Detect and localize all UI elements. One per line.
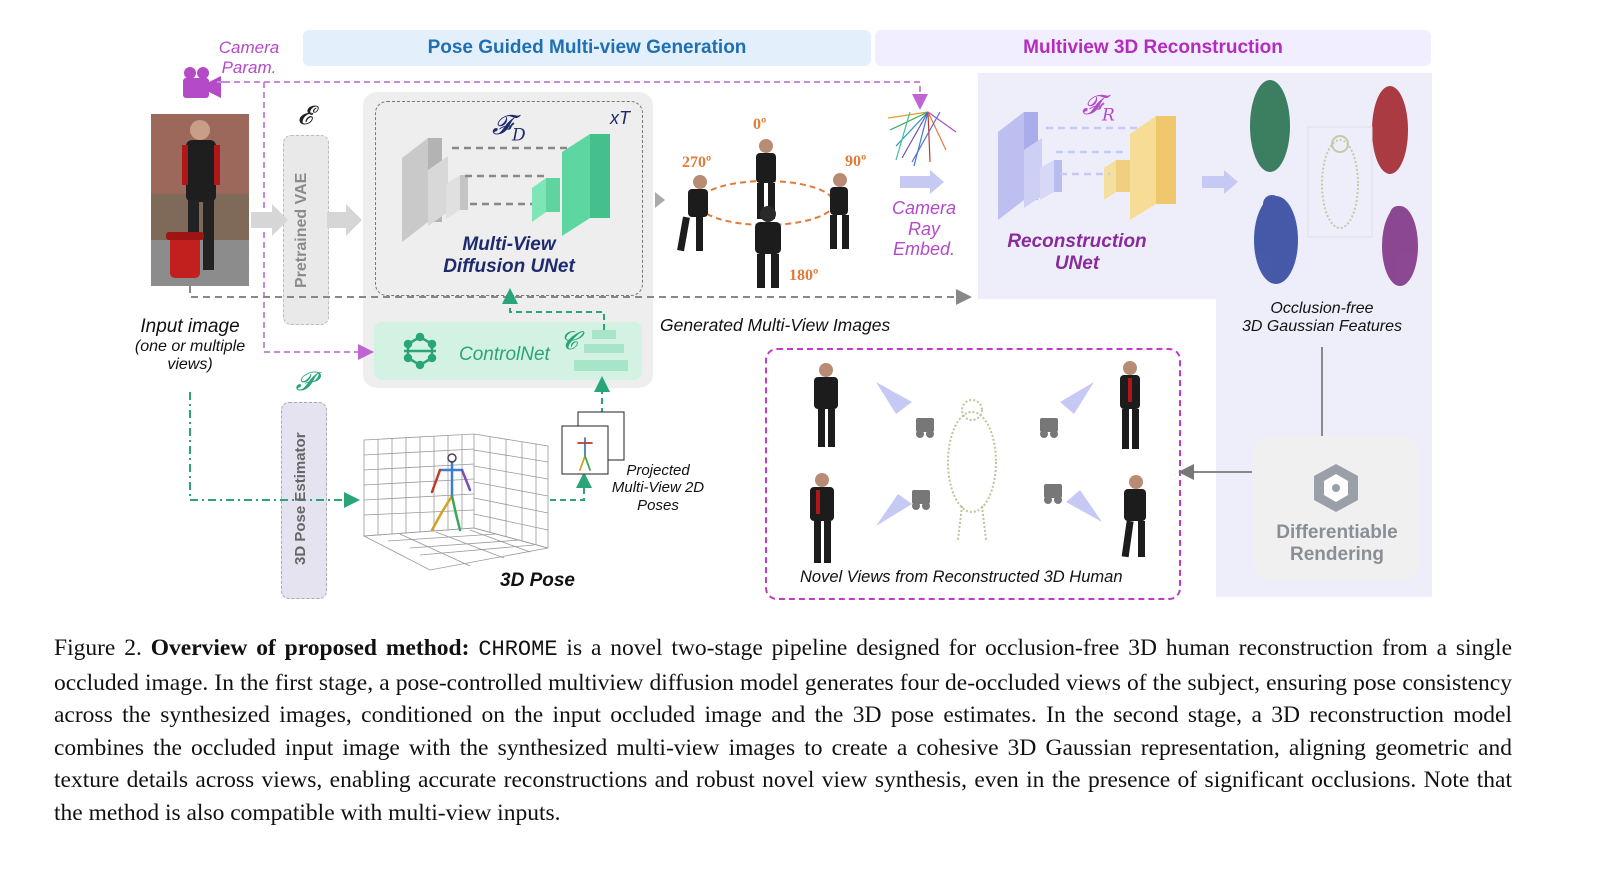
- novel-label: Novel Views from Reconstructed 3D Human: [800, 568, 1123, 586]
- recon-label: Reconstruction UNet: [992, 231, 1162, 275]
- projected-line2: Multi-View 2D: [611, 479, 705, 497]
- unet-line2: Diffusion UNet: [443, 255, 575, 277]
- ray-line1: Camera: [891, 198, 957, 218]
- generated-label: Generated Multi-View Images: [660, 315, 891, 335]
- gauss-line1: Occlusion-free: [1270, 300, 1374, 317]
- recon-line2: UNet: [1054, 252, 1100, 274]
- recon-encoder-icon: [998, 112, 1062, 220]
- angle-90: 90º: [845, 153, 867, 170]
- unet-line1: Multi-View: [462, 234, 556, 255]
- novel-views: [810, 361, 1146, 563]
- generated-views: [677, 139, 849, 288]
- input-image: [151, 114, 249, 286]
- fd-letter: 𝓕: [492, 110, 512, 141]
- projected-poses-icon: [561, 411, 625, 475]
- fr-subscript: R: [1101, 105, 1115, 126]
- pose3d-label: 3D Pose: [500, 570, 575, 591]
- camera-param-label: Camera Param.: [208, 38, 290, 77]
- projected-line1: Projected: [626, 462, 690, 479]
- novel-cameras: [876, 382, 1102, 526]
- fr-symbol: 𝓕R: [1082, 90, 1115, 125]
- projected-label: Projected Multi-View 2D Poses: [600, 462, 716, 514]
- figure-caption: Figure 2. Overview of proposed method: C…: [54, 632, 1512, 829]
- caption-fig: Figure 2.: [54, 635, 142, 661]
- fr-letter: 𝓕: [1082, 90, 1102, 121]
- gauss-line2: 3D Gaussian Features: [1241, 318, 1403, 336]
- pose-estimator-label: 3D Pose Estimator: [292, 432, 309, 566]
- ray-line3: Embed.: [892, 239, 956, 260]
- recon-decoder-icon: [1104, 116, 1176, 220]
- stage1-header: Pose Guided Multi-view Generation: [303, 30, 871, 66]
- render-line2: Rendering: [1290, 543, 1384, 565]
- input-image-sub1: (one or multiple: [134, 337, 246, 355]
- unet-encoder-icon: [402, 138, 468, 242]
- controlnet-stack-icon: [574, 330, 628, 371]
- gaussian-label: Occlusion-free 3D Gaussian Features: [1220, 300, 1424, 337]
- skeleton-3d: [430, 453, 472, 532]
- gaussian-features: [1250, 80, 1418, 286]
- angle-270: 270º: [682, 154, 712, 171]
- fd-subscript: D: [511, 125, 526, 146]
- camera-ray-icon: [887, 111, 957, 167]
- render-line1: Differentiable: [1276, 522, 1398, 543]
- input-image-title: Input image: [140, 316, 240, 337]
- novel-center-mesh: [947, 399, 997, 541]
- input-image-sub2: views): [167, 356, 213, 374]
- unet-label: Multi-View Diffusion UNet: [420, 234, 598, 278]
- encoder-symbol: 𝓔: [297, 101, 313, 131]
- camera-icon: [183, 67, 221, 98]
- render-label: Differentiable Rendering: [1254, 522, 1420, 566]
- unet-decoder-icon: [532, 134, 610, 236]
- recon-line1: Reconstruction: [1007, 231, 1147, 252]
- rendering-icon: [1314, 464, 1358, 512]
- caption-bold: Overview of proposed method:: [150, 635, 470, 661]
- angle-180: 180º: [789, 267, 819, 284]
- camera-param-line1: Camera: [218, 38, 280, 57]
- projected-line3: Poses: [637, 496, 679, 514]
- ray-line2: Ray: [907, 218, 940, 239]
- camera-ray-label: Camera Ray Embed.: [878, 198, 970, 260]
- stage2-header: Multiview 3D Reconstruction: [875, 30, 1431, 66]
- controlnet-icon: [403, 332, 437, 370]
- fd-symbol: 𝓕D: [492, 110, 526, 145]
- input-image-label: Input image (one or multiple views): [120, 316, 260, 375]
- camera-param-line2: Param.: [221, 57, 277, 77]
- xt-label: xT: [610, 108, 630, 128]
- 3d-pose-plot: [362, 433, 549, 571]
- vae-label: Pretrained VAE: [293, 172, 310, 288]
- vae-box: [283, 135, 329, 325]
- caption-name: CHROME: [478, 637, 558, 662]
- diagram-graphics: [151, 67, 1418, 571]
- angle-0: 0º: [753, 116, 767, 133]
- c-symbol: 𝓒: [560, 326, 578, 355]
- controlnet-label: ControlNet: [459, 344, 550, 365]
- p-symbol: 𝓟: [295, 367, 315, 397]
- caption-text: is a novel two-stage pipeline designed f…: [54, 635, 1513, 826]
